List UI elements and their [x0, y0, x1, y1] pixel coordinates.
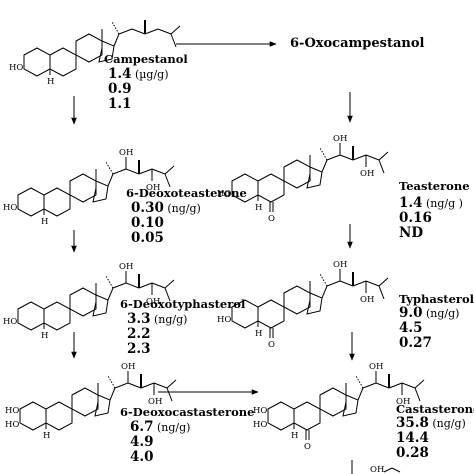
- atom-label-oh: OH: [148, 397, 162, 407]
- atom-label-h: H: [255, 203, 262, 213]
- atom-label-oh: OH: [360, 169, 374, 179]
- atom-label-oh: OH: [369, 362, 383, 372]
- atom-label-h: H: [255, 329, 262, 339]
- 6-deoxotyphasterol-values: 3.3 (ng/g) 2.2 2.3: [127, 312, 187, 357]
- castasterone-label: Castasterone: [396, 402, 474, 416]
- atom-label-h: H: [41, 217, 48, 227]
- 6-deoxocastasterone-values: 6.7 (ng/g) 4.9 4.0: [130, 420, 190, 465]
- atom-label-ho: HO: [3, 203, 17, 213]
- castasterone-values: 35.8 (ng/g) 14.4 0.28: [396, 416, 466, 461]
- structure-teasterone: OH OH HO H O: [217, 134, 389, 224]
- atom-label-oh: OH: [370, 465, 384, 474]
- atom-label-oh: OH: [146, 183, 160, 193]
- teasterone-value-2: 0.16: [399, 210, 432, 226]
- structure-fragment-bottom: OH: [370, 465, 401, 474]
- campestanol-value-1: 1.4: [108, 66, 132, 82]
- atom-label-h: H: [41, 331, 48, 341]
- 6-deoxotyphasterol-label: 6-Deoxotyphasterol: [120, 297, 246, 311]
- structure-campestanol: HO H: [9, 19, 181, 87]
- atom-label-oh: OH: [119, 148, 133, 158]
- 6-deoxocastasterone-label: 6-Deoxocastasterone: [120, 405, 255, 419]
- atom-label-oh: OH: [333, 260, 347, 270]
- castasterone-value-3: 0.28: [396, 445, 429, 461]
- atom-label-o: O: [268, 340, 275, 350]
- 6-deoxoteasterone-value-2: 0.10: [131, 215, 164, 231]
- atom-label-oh: OH: [360, 295, 374, 305]
- atom-label-o: O: [268, 214, 275, 224]
- atom-label-ho: HO: [9, 63, 23, 73]
- atom-label-o: O: [304, 442, 311, 452]
- structure-typhasterol: OH OH HO H O: [217, 260, 389, 350]
- teasterone-label: Teasterone: [399, 179, 470, 193]
- campestanol-values: 1.4 (µg/g) 0.9 1.1: [108, 67, 169, 112]
- atom-label-oh: OH: [121, 362, 135, 372]
- castasterone-unit: (ng/g): [428, 417, 466, 430]
- atom-label-ho: HO: [253, 420, 267, 430]
- 6-deoxoteasterone-value-1: 0.30: [131, 200, 164, 216]
- atom-label-ho: HO: [217, 189, 231, 199]
- atom-label-ho: HO: [217, 315, 231, 325]
- typhasterol-unit: (ng/g): [422, 307, 460, 320]
- atom-label-ho: HO: [5, 420, 19, 430]
- 6-deoxotyphasterol-value-2: 2.2: [127, 326, 151, 342]
- structure-6-deoxoteasterone: OH OH HO H: [3, 148, 175, 227]
- 6-deoxocastasterone-value-1: 6.7: [130, 419, 154, 435]
- 6-deoxotyphasterol-unit: (ng/g): [150, 313, 188, 326]
- typhasterol-value-1: 9.0: [399, 305, 423, 321]
- structure-6-deoxotyphasterol: OH OH HO H: [3, 262, 175, 341]
- atom-label-h: H: [291, 431, 298, 441]
- typhasterol-label: Typhasterol: [399, 292, 474, 306]
- 6-deoxoteasterone-value-3: 0.05: [131, 230, 164, 246]
- campestanol-unit: (µg/g): [131, 68, 169, 81]
- 6-deoxotyphasterol-value-3: 2.3: [127, 341, 151, 357]
- 6-deoxoteasterone-label: 6-Deoxoteasterone: [126, 186, 247, 200]
- castasterone-value-1: 35.8: [396, 415, 429, 431]
- teasterone-values: 1.4 (ng/g ) 0.16 ND: [399, 196, 463, 241]
- campestanol-value-2: 0.9: [108, 81, 132, 97]
- atom-label-h: H: [47, 77, 54, 87]
- typhasterol-value-3: 0.27: [399, 335, 432, 351]
- typhasterol-value-2: 4.5: [399, 320, 423, 336]
- 6-deoxoteasterone-unit: (ng/g): [163, 202, 201, 215]
- 6-deoxoteasterone-values: 0.30 (ng/g) 0.10 0.05: [131, 201, 201, 246]
- atom-label-oh: OH: [119, 262, 133, 272]
- teasterone-value-3: ND: [399, 225, 424, 241]
- typhasterol-values: 9.0 (ng/g) 4.5 0.27: [399, 306, 459, 351]
- 6-deoxocastasterone-unit: (ng/g): [153, 421, 191, 434]
- atom-label-oh: OH: [146, 297, 160, 307]
- teasterone-value-1: 1.4: [399, 195, 423, 211]
- 6-deoxocastasterone-value-2: 4.9: [130, 434, 154, 450]
- campestanol-value-3: 1.1: [108, 96, 132, 112]
- structure-castasterone: OH OH HO HO H O: [253, 362, 425, 452]
- atom-label-oh: OH: [396, 397, 410, 407]
- atom-label-ho: HO: [3, 317, 17, 327]
- castasterone-value-2: 14.4: [396, 430, 429, 446]
- 6-oxocampestanol-label: 6-Oxocampestanol: [290, 36, 425, 51]
- 6-deoxotyphasterol-value-1: 3.3: [127, 311, 151, 327]
- atom-label-ho: HO: [253, 406, 267, 416]
- structure-6-deoxocastasterone: OH OH HO HO H: [5, 362, 177, 441]
- teasterone-unit: (ng/g ): [422, 197, 463, 210]
- atom-label-h: H: [43, 431, 50, 441]
- 6-deoxocastasterone-value-3: 4.0: [130, 449, 154, 465]
- atom-label-oh: OH: [333, 134, 347, 144]
- atom-label-ho: HO: [5, 406, 19, 416]
- campestanol-label: Campestanol: [104, 52, 188, 66]
